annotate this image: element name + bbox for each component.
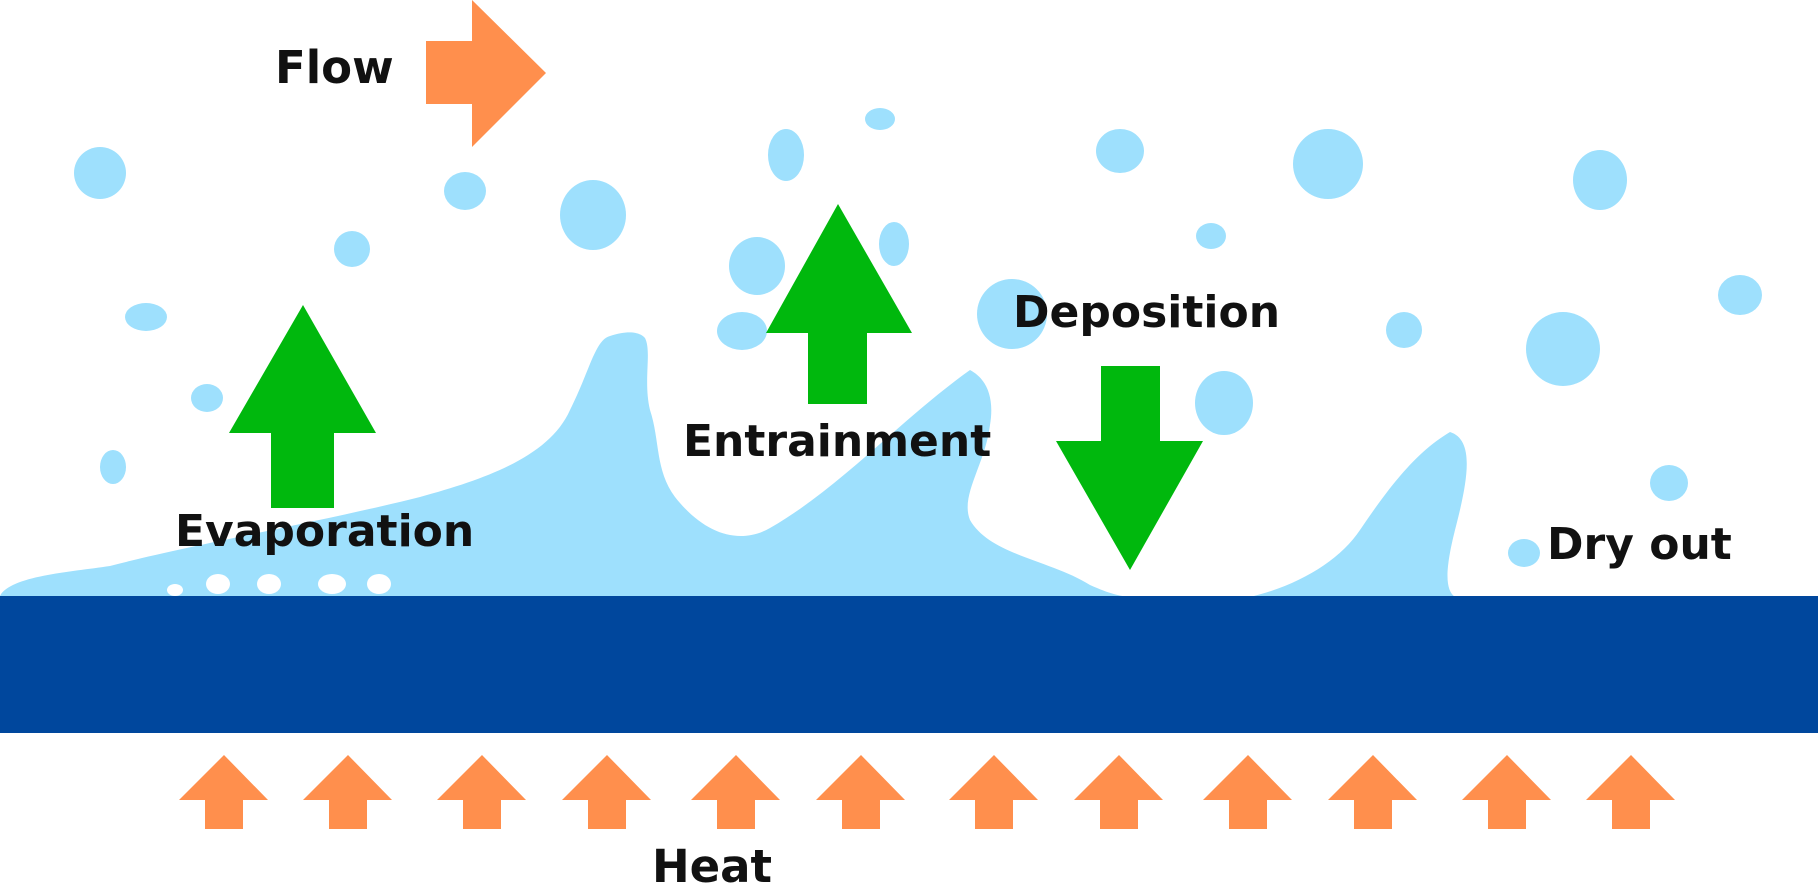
droplet	[560, 180, 626, 250]
heat-arrow-icon	[179, 755, 268, 829]
droplet	[1195, 371, 1253, 435]
heat-arrow-icon	[562, 755, 651, 829]
vapor-bubble	[167, 584, 183, 596]
droplet	[1718, 275, 1762, 315]
evaporation-label: Evaporation	[175, 506, 474, 557]
heat-arrows	[179, 755, 1675, 829]
dry-out-label: Dry out	[1547, 519, 1732, 570]
droplet	[191, 384, 223, 412]
heat-arrow-icon	[1462, 755, 1551, 829]
droplet	[977, 279, 1047, 349]
droplet	[334, 231, 370, 267]
droplet	[1508, 539, 1540, 567]
droplet	[1526, 312, 1600, 386]
vapor-bubbles	[167, 574, 391, 596]
droplet	[125, 303, 167, 331]
droplet	[717, 312, 767, 350]
droplets	[74, 108, 1762, 567]
droplet	[729, 237, 785, 295]
droplet	[100, 450, 126, 484]
heat-arrow-icon	[949, 755, 1038, 829]
evaporation-arrow-icon	[229, 305, 376, 508]
heat-arrow-icon	[303, 755, 392, 829]
heat-arrow-icon	[1328, 755, 1417, 829]
heat-arrow-icon	[1203, 755, 1292, 829]
heated-wall	[0, 596, 1818, 733]
vapor-bubble	[206, 574, 230, 594]
vapor-bubble	[257, 574, 281, 594]
deposition-label: Deposition	[1013, 287, 1280, 338]
entrainment-label: Entrainment	[683, 416, 991, 467]
droplet	[1096, 129, 1144, 173]
flow-label: Flow	[275, 41, 394, 94]
heat-arrow-icon	[1074, 755, 1163, 829]
heat-arrow-icon	[437, 755, 526, 829]
heat-arrow-icon	[816, 755, 905, 829]
droplet	[74, 147, 126, 199]
droplet	[1196, 223, 1226, 249]
droplet	[1386, 312, 1422, 348]
liquid-film	[0, 332, 1467, 597]
droplet	[444, 172, 486, 210]
vapor-bubble	[367, 574, 391, 594]
droplet	[879, 222, 909, 266]
flow-arrow-icon	[426, 0, 546, 147]
droplet	[1650, 465, 1688, 501]
entrainment-arrow-icon	[766, 204, 912, 404]
droplet	[1573, 150, 1627, 210]
heat-arrow-icon	[1586, 755, 1675, 829]
droplet	[768, 129, 804, 181]
vapor-bubble	[318, 574, 346, 594]
droplet	[1293, 129, 1363, 199]
deposition-arrow-icon	[1056, 366, 1203, 570]
heat-label: Heat	[652, 840, 772, 893]
droplet	[865, 108, 895, 130]
heat-arrow-icon	[691, 755, 780, 829]
